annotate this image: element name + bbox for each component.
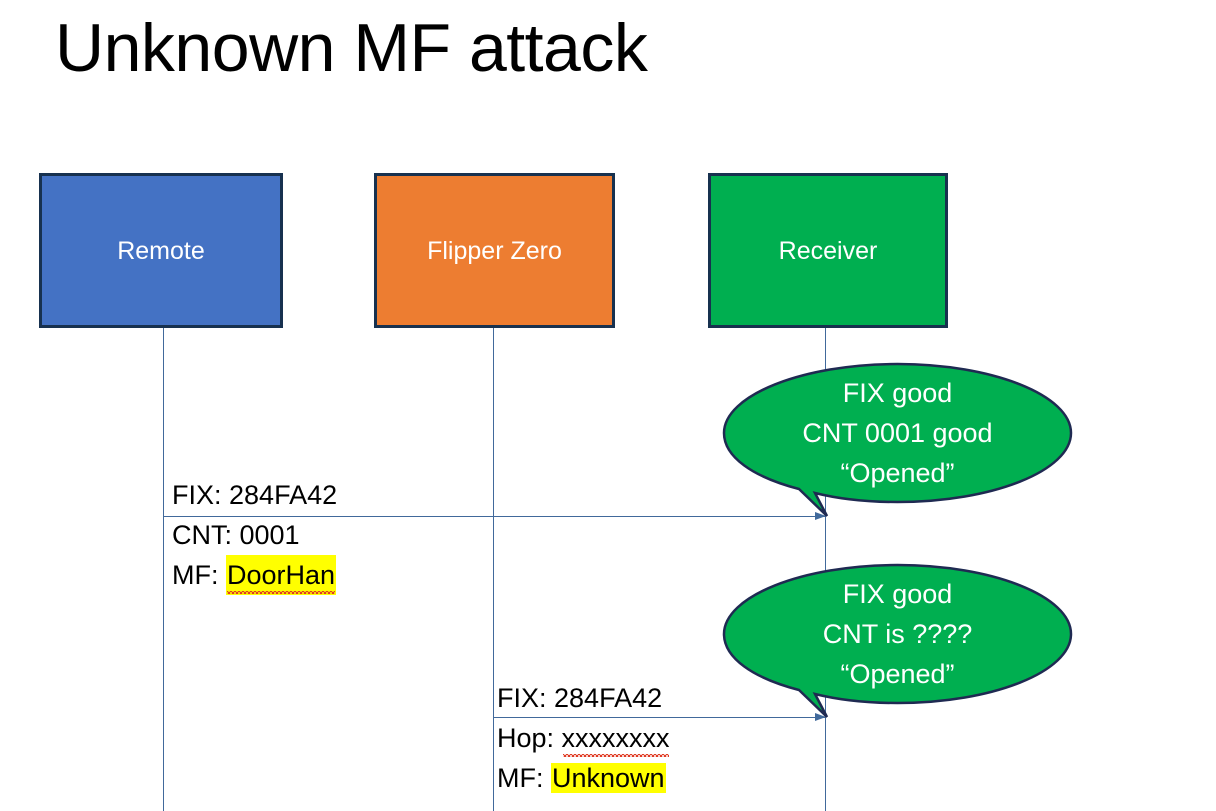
message-2-line-1-value: 284FA42 <box>554 683 663 713</box>
message-1-line-1-prefix: FIX: <box>172 480 230 510</box>
actor-box-flipper[interactable]: Flipper Zero <box>374 173 615 328</box>
message-2-line-1: FIX: 284FA42 <box>497 678 670 718</box>
actor-label-remote: Remote <box>117 236 205 265</box>
page-title: Unknown MF attack <box>55 10 648 86</box>
message-1-line-2: CNT: 0001 <box>172 515 337 555</box>
message-2-line-1-prefix: FIX: <box>497 683 555 713</box>
message-1-line-3: MF: DoorHan <box>172 555 337 595</box>
message-2-line-3-value: Unknown <box>551 763 666 793</box>
message-1-line-3-prefix: MF: <box>172 560 226 590</box>
speech-bubble-1-shape <box>722 362 1073 517</box>
message-label-2: FIX: 284FA42 Hop: xxxxxxxx MF: Unknown <box>497 678 670 798</box>
actor-label-flipper: Flipper Zero <box>427 236 562 265</box>
message-1-line-1: FIX: 284FA42 <box>172 475 337 515</box>
actor-box-receiver[interactable]: Receiver <box>708 173 948 328</box>
message-label-1: FIX: 284FA42 CNT: 0001 MF: DoorHan <box>172 475 337 595</box>
lifeline-flipper <box>493 327 494 811</box>
message-2-line-2-value: xxxxxxxx <box>562 718 670 758</box>
lifeline-remote <box>163 327 164 811</box>
actor-label-receiver: Receiver <box>778 236 878 265</box>
speech-bubble-2[interactable]: FIX good CNT is ???? “Opened” <box>722 563 1073 718</box>
message-arrow-remote-to-receiver <box>163 512 826 520</box>
message-2-line-2: Hop: xxxxxxxx <box>497 718 670 758</box>
message-1-line-1-value: 284FA42 <box>229 480 338 510</box>
message-1-line-3-value: DoorHan <box>226 555 337 595</box>
message-2-line-3: MF: Unknown <box>497 758 670 798</box>
message-1-line-2-value: 0001 <box>239 520 300 550</box>
speech-bubble-2-shape <box>722 563 1073 718</box>
speech-bubble-1[interactable]: FIX good CNT 0001 good “Opened” <box>722 362 1073 517</box>
lifeline-receiver <box>825 327 826 811</box>
actor-box-remote[interactable]: Remote <box>39 173 283 328</box>
message-2-line-2-prefix: Hop: <box>497 723 562 753</box>
message-2-line-3-prefix: MF: <box>497 763 551 793</box>
message-1-line-2-prefix: CNT: <box>172 520 240 550</box>
message-arrow-flipper-to-receiver <box>493 713 826 721</box>
